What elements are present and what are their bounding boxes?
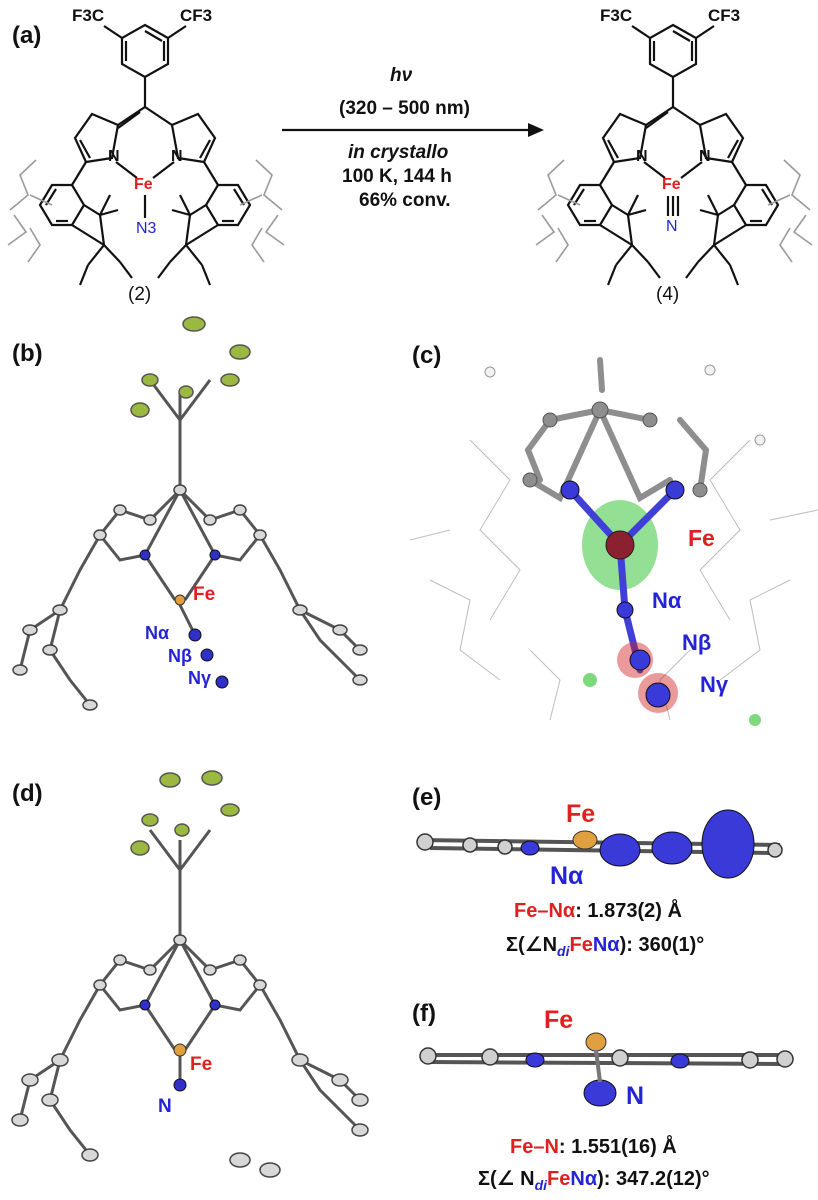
fe-label-2: Fe bbox=[134, 176, 153, 193]
panel-label-b: (b) bbox=[12, 340, 43, 367]
panel-f: (f) Fe N Fe–N: 1.551(16) Å Σ(∠ NdiFeNα):… bbox=[410, 990, 818, 1200]
e-bond-label: Fe–Nα bbox=[514, 900, 576, 922]
cf3-left-label: F3C bbox=[72, 6, 105, 25]
wavelength-range: (320 – 500 nm) bbox=[339, 98, 470, 119]
f-bond-label: Fe–N bbox=[510, 1136, 559, 1158]
panel-label-a: (a) bbox=[12, 22, 42, 49]
crystal-structure-4 bbox=[11, 770, 369, 1178]
fe-label-f: Fe bbox=[544, 1006, 574, 1034]
n-left-label: N bbox=[108, 148, 120, 165]
reaction-scheme-drawing bbox=[7, 23, 813, 286]
panel-b: (b) bbox=[0, 310, 400, 740]
hv-label: hν bbox=[390, 65, 413, 86]
f-sum-caption: Σ(∠ NdiFeNα): 347.2(12)° bbox=[478, 1166, 710, 1193]
n-label-f: N bbox=[626, 1082, 645, 1110]
nb-label-b: Nβ bbox=[168, 646, 192, 666]
e-sum-caption: Σ(∠NdiFeNα): 360(1)° bbox=[506, 932, 704, 959]
green-density-small-2 bbox=[749, 714, 761, 726]
panel-a: (a) bbox=[0, 0, 818, 310]
f-sum-value: ): 347.2(12)° bbox=[597, 1168, 710, 1190]
fe-label-c: Fe bbox=[688, 525, 715, 551]
green-density-small-1 bbox=[583, 673, 597, 687]
panel-label-c: (c) bbox=[412, 342, 442, 369]
f-sum-fe: Fe bbox=[547, 1168, 571, 1190]
ng-label-b: Nγ bbox=[188, 668, 212, 688]
na-ellipsoid-e bbox=[599, 833, 641, 867]
nitrogen-atoms bbox=[139, 549, 229, 689]
side-view-4 bbox=[419, 1032, 794, 1107]
iron-atom bbox=[174, 594, 186, 606]
cf3-right-label: CF3 bbox=[180, 6, 213, 25]
f-bond-value: : 1.551(16) Å bbox=[558, 1136, 677, 1158]
e-sum-value: ): 360(1)° bbox=[619, 934, 705, 956]
n-right-label-4: N bbox=[699, 148, 711, 165]
nb-label-c: Nβ bbox=[682, 630, 712, 655]
n-label-d: N bbox=[158, 1096, 172, 1117]
molecule-4-structure bbox=[566, 23, 780, 286]
condition-mode: in crystallo bbox=[348, 142, 449, 163]
e-sum-fe: Fe bbox=[569, 934, 593, 956]
condition-conversion: 66% conv. bbox=[359, 190, 451, 211]
f-sum-di: di bbox=[534, 1177, 548, 1193]
n-left-label-4: N bbox=[636, 148, 648, 165]
e-sum-na: Nα bbox=[592, 934, 620, 956]
molecule-2-structure bbox=[38, 23, 252, 286]
panel-c: (c) bbox=[409, 320, 818, 740]
molecule-4-disorder bbox=[535, 159, 813, 263]
fe-label-4: Fe bbox=[662, 176, 681, 193]
panel-d: (d) bbox=[0, 760, 400, 1200]
fluorine-atoms bbox=[130, 316, 251, 418]
ng-label-c: Nγ bbox=[700, 672, 729, 697]
na-label-b: Nα bbox=[145, 623, 170, 643]
f-sum-prefix: Σ(∠ N bbox=[478, 1168, 535, 1190]
compound-4-label: (4) bbox=[656, 284, 680, 305]
nb-ellipsoid-e bbox=[651, 831, 693, 865]
f-bond-caption: Fe–N: 1.551(16) Å bbox=[510, 1136, 677, 1159]
compound-2-label: (2) bbox=[128, 284, 152, 305]
cf3-right-label-4: CF3 bbox=[708, 6, 741, 25]
ng-ellipsoid-e bbox=[701, 809, 755, 879]
fe-label-b: Fe bbox=[193, 584, 216, 605]
fe-label-d: Fe bbox=[190, 1054, 213, 1075]
e-sum-prefix: Σ(∠N bbox=[506, 934, 558, 956]
condition-temp-time: 100 K, 144 h bbox=[342, 166, 452, 187]
crystal-structure-2 bbox=[12, 316, 368, 711]
fe-label-e: Fe bbox=[566, 800, 596, 828]
f-sum-na: Nα bbox=[570, 1168, 598, 1190]
side-view-2 bbox=[416, 809, 783, 879]
panel-label-e: (e) bbox=[412, 784, 442, 811]
carbon-atoms bbox=[12, 484, 368, 711]
panel-e: (e) Fe Nα Fe–Nα: 1.873(2) Å Σ(∠NdiFeNα):… bbox=[410, 760, 818, 970]
cf3-left-label-4: F3C bbox=[600, 6, 633, 25]
iron-atom-c bbox=[605, 530, 635, 560]
difference-density-map bbox=[409, 357, 818, 726]
e-sum-di: di bbox=[557, 943, 570, 959]
panel-label-f: (f) bbox=[412, 1000, 436, 1027]
fe-ellipsoid-e bbox=[572, 830, 598, 850]
e-bond-value: : 1.873(2) Å bbox=[575, 900, 682, 922]
na-label-c: Nα bbox=[652, 588, 682, 613]
molecule-2-disorder bbox=[7, 159, 285, 263]
n3-label: N3 bbox=[136, 220, 157, 237]
n-ellipsoid-f bbox=[583, 1079, 617, 1107]
n-right-label: N bbox=[171, 148, 183, 165]
fe-ellipsoid-f bbox=[585, 1032, 607, 1052]
panel-label-d: (d) bbox=[12, 780, 43, 807]
e-bond-caption: Fe–Nα: 1.873(2) Å bbox=[514, 900, 682, 923]
nitride-label-4: N bbox=[666, 218, 678, 235]
na-label-e: Nα bbox=[550, 862, 584, 890]
reaction-arrow bbox=[282, 123, 544, 137]
